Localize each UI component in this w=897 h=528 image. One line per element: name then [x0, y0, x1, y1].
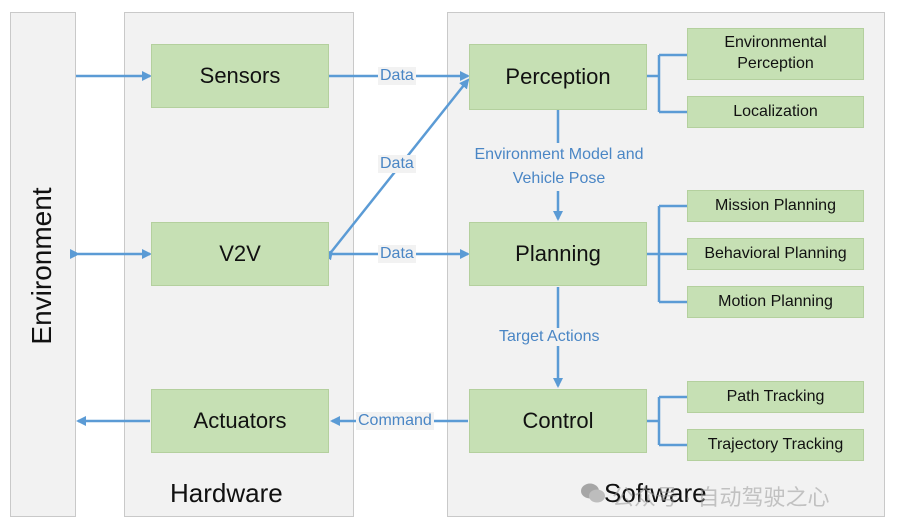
localization-box: Localization — [687, 96, 864, 128]
control-box: Control — [469, 389, 647, 453]
sensors-box: Sensors — [151, 44, 329, 108]
behavioral-planning-box: Behavioral Planning — [687, 238, 864, 270]
planning-box: Planning — [469, 222, 647, 286]
control-bracket — [647, 395, 687, 447]
trajectory-tracking-box: Trajectory Tracking — [687, 429, 864, 461]
v2v-planning-label: Data — [378, 245, 416, 263]
v2v-box: V2V — [151, 222, 329, 286]
hardware-title: Hardware — [170, 478, 283, 508]
perception-planning-label: Environment Model and Vehicle Pose — [470, 143, 648, 191]
environmental-perception-box: Environmental Perception — [687, 28, 864, 80]
v2v-perception-label: Data — [378, 155, 416, 173]
actuators-box: Actuators — [151, 389, 329, 453]
path-tracking-box: Path Tracking — [687, 381, 864, 413]
planning-control-label: Target Actions — [495, 328, 604, 346]
mission-planning-box: Mission Planning — [687, 190, 864, 222]
motion-planning-box: Motion Planning — [687, 286, 864, 318]
perception-box: Perception — [469, 44, 647, 110]
software-title: Software — [604, 478, 707, 508]
control-actuators-label: Command — [356, 412, 434, 430]
wechat-icon — [581, 483, 605, 503]
sensors-perception-label: Data — [378, 67, 416, 85]
perception-bracket — [647, 53, 687, 114]
watermark: 公众号 · 自动驾驶之心 — [612, 485, 830, 510]
planning-bracket — [647, 204, 687, 304]
environment-panel — [10, 12, 76, 517]
